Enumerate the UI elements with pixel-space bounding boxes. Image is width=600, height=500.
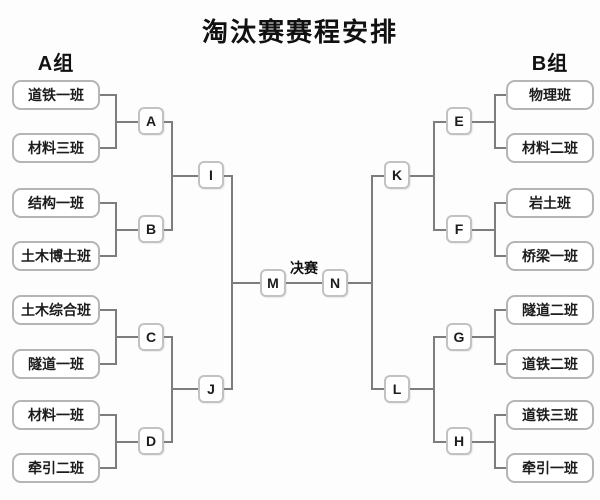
left-team-2: 材料三班 — [12, 133, 100, 163]
left-team-7: 材料一班 — [12, 400, 100, 430]
connector-line — [472, 440, 496, 443]
connector-line — [495, 255, 506, 257]
connector-line — [164, 336, 173, 338]
connector-line — [494, 202, 496, 257]
match-node-I: I — [198, 161, 224, 189]
connector-line — [172, 388, 198, 390]
group-a-header: A组 — [37, 53, 75, 75]
right-team-1: 物理班 — [506, 80, 594, 110]
match-node-M: M — [260, 269, 286, 297]
match-node-E: E — [446, 107, 472, 135]
connector-line — [433, 120, 435, 231]
connector-line — [495, 147, 506, 149]
match-node-H: H — [446, 427, 472, 455]
connector-line — [495, 94, 506, 96]
left-team-5: 土木综合班 — [12, 295, 100, 325]
match-node-B: B — [138, 215, 164, 243]
right-team-3: 岩土班 — [506, 188, 594, 218]
connector-line — [495, 467, 506, 469]
connector-line — [100, 309, 117, 311]
match-node-F: F — [446, 215, 472, 243]
left-team-8: 牵引二班 — [12, 453, 100, 483]
connector-line — [100, 202, 117, 204]
connector-line — [494, 94, 496, 149]
connector-line — [100, 255, 117, 257]
right-team-8: 牵引一班 — [506, 453, 594, 483]
right-team-4: 桥梁一班 — [506, 241, 594, 271]
connector-line — [164, 440, 173, 443]
right-team-2: 材料二班 — [506, 133, 594, 163]
match-node-A: A — [138, 107, 164, 135]
connector-line — [410, 388, 435, 390]
bracket-title: 淘汰赛赛程安排 — [201, 17, 398, 47]
connector-line — [172, 174, 198, 177]
connector-line — [495, 414, 506, 416]
match-node-C: C — [138, 323, 164, 351]
left-team-6: 隧道一班 — [12, 349, 100, 379]
left-team-1: 道铁一班 — [12, 80, 100, 110]
connector-line — [116, 440, 138, 443]
connector-line — [410, 174, 435, 177]
connector-line — [372, 388, 384, 390]
connector-line — [434, 228, 446, 231]
left-team-3: 结构一班 — [12, 188, 100, 218]
connector-line — [348, 282, 373, 284]
connector-line — [371, 174, 373, 390]
connector-line — [116, 228, 138, 231]
connector-line — [434, 336, 446, 338]
connector-line — [494, 309, 496, 365]
connector-line — [116, 120, 138, 123]
connector-line — [100, 414, 117, 416]
connector-line — [100, 147, 117, 149]
connector-line — [434, 440, 446, 443]
right-team-7: 道铁三班 — [506, 400, 594, 430]
connector-line — [232, 282, 260, 284]
match-node-G: G — [446, 323, 472, 351]
match-node-N: N — [322, 269, 348, 297]
match-node-K: K — [384, 161, 410, 189]
connector-line — [224, 388, 233, 390]
connector-line — [116, 336, 138, 338]
connector-line — [495, 363, 506, 365]
connector-line — [164, 120, 173, 123]
connector-line — [286, 282, 322, 284]
connector-line — [472, 336, 496, 338]
connector-line — [164, 228, 173, 231]
match-node-J: J — [198, 375, 224, 403]
group-b-header: B组 — [531, 53, 569, 75]
match-node-L: L — [384, 375, 410, 403]
right-team-6: 道铁二班 — [506, 349, 594, 379]
left-team-4: 土木博士班 — [12, 241, 100, 271]
connector-line — [100, 94, 117, 96]
connector-line — [224, 174, 233, 177]
match-node-D: D — [138, 427, 164, 455]
connector-line — [495, 202, 506, 204]
connector-line — [434, 120, 446, 123]
connector-line — [472, 120, 496, 123]
connector-line — [372, 174, 384, 177]
connector-line — [100, 363, 117, 365]
right-team-5: 隧道二班 — [506, 295, 594, 325]
connector-line — [495, 309, 506, 311]
connector-line — [433, 336, 435, 443]
connector-line — [472, 228, 496, 231]
connector-line — [100, 467, 117, 469]
final-label: 决赛 — [290, 260, 318, 276]
connector-line — [494, 414, 496, 469]
